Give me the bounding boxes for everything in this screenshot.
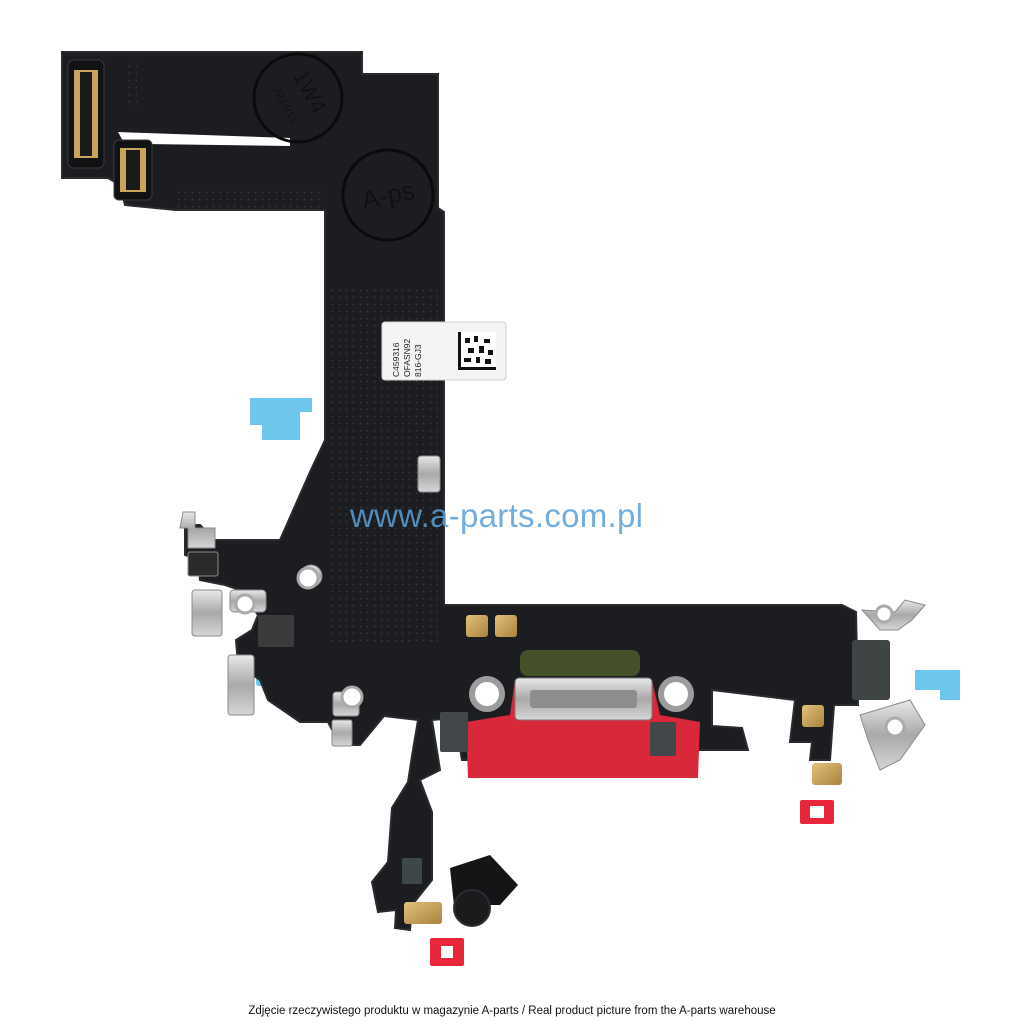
label-line3: 816-GJ3 — [413, 344, 423, 377]
flex-cable — [61, 51, 860, 932]
watermark: www.a-parts.com.pl — [350, 497, 644, 534]
data-matrix-icon — [458, 332, 496, 370]
gold-pad — [404, 615, 842, 924]
label-line1: C459316 — [391, 342, 401, 377]
serial-label: C459316 OFASN92 816-GJ3 — [381, 321, 507, 381]
label-line2: OFASN92 — [402, 338, 412, 377]
red-tape — [430, 800, 834, 966]
charging-port — [466, 650, 700, 778]
board-connector — [67, 59, 153, 201]
microphone-module — [450, 855, 518, 927]
photo-caption: Zdjęcie rzeczywistego produktu w magazyn… — [248, 1005, 776, 1017]
screw-hole — [234, 566, 906, 738]
chip — [258, 615, 890, 884]
